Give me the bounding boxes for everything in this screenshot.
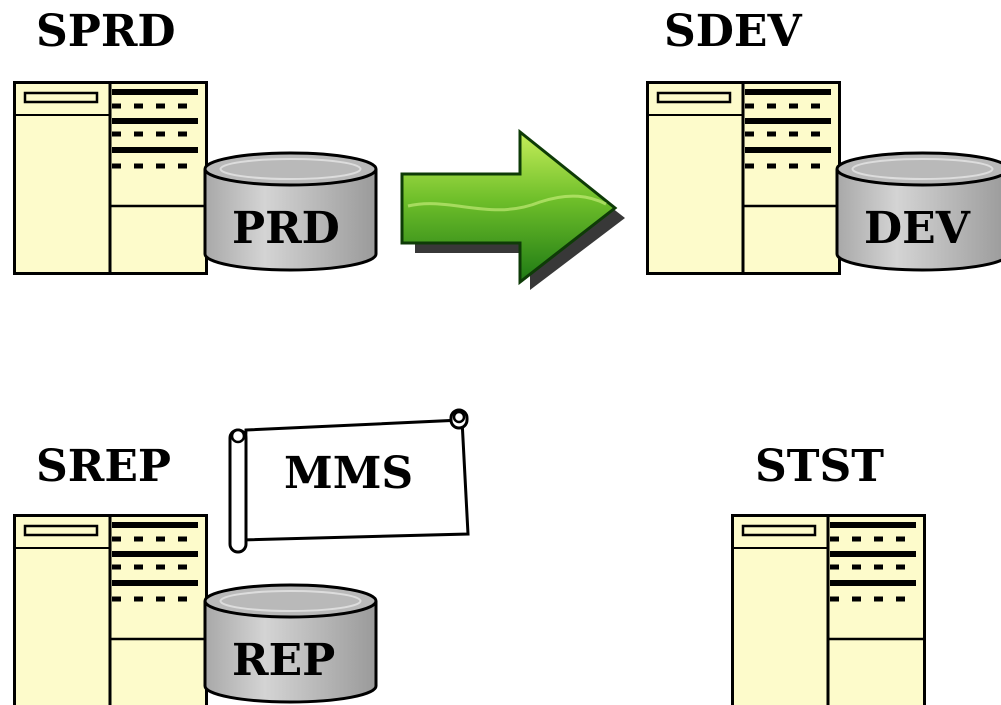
- server-label-sprd: SPRD: [36, 6, 176, 57]
- database-label-dev: DEV: [864, 203, 971, 254]
- database-label-prd: PRD: [232, 203, 340, 254]
- arrow-right-icon: [400, 128, 625, 290]
- server-icon: [648, 83, 840, 274]
- server-icon: [733, 516, 925, 705]
- database-label-rep: REP: [232, 635, 335, 686]
- server-label-stst: STST: [755, 441, 884, 492]
- server-icon: [15, 83, 207, 274]
- server-icon: [15, 516, 207, 705]
- server-label-srep: SREP: [36, 441, 171, 492]
- scroll-label-mms: MMS: [284, 448, 413, 499]
- server-label-sdev: SDEV: [664, 6, 802, 57]
- scroll-icon: [228, 408, 470, 554]
